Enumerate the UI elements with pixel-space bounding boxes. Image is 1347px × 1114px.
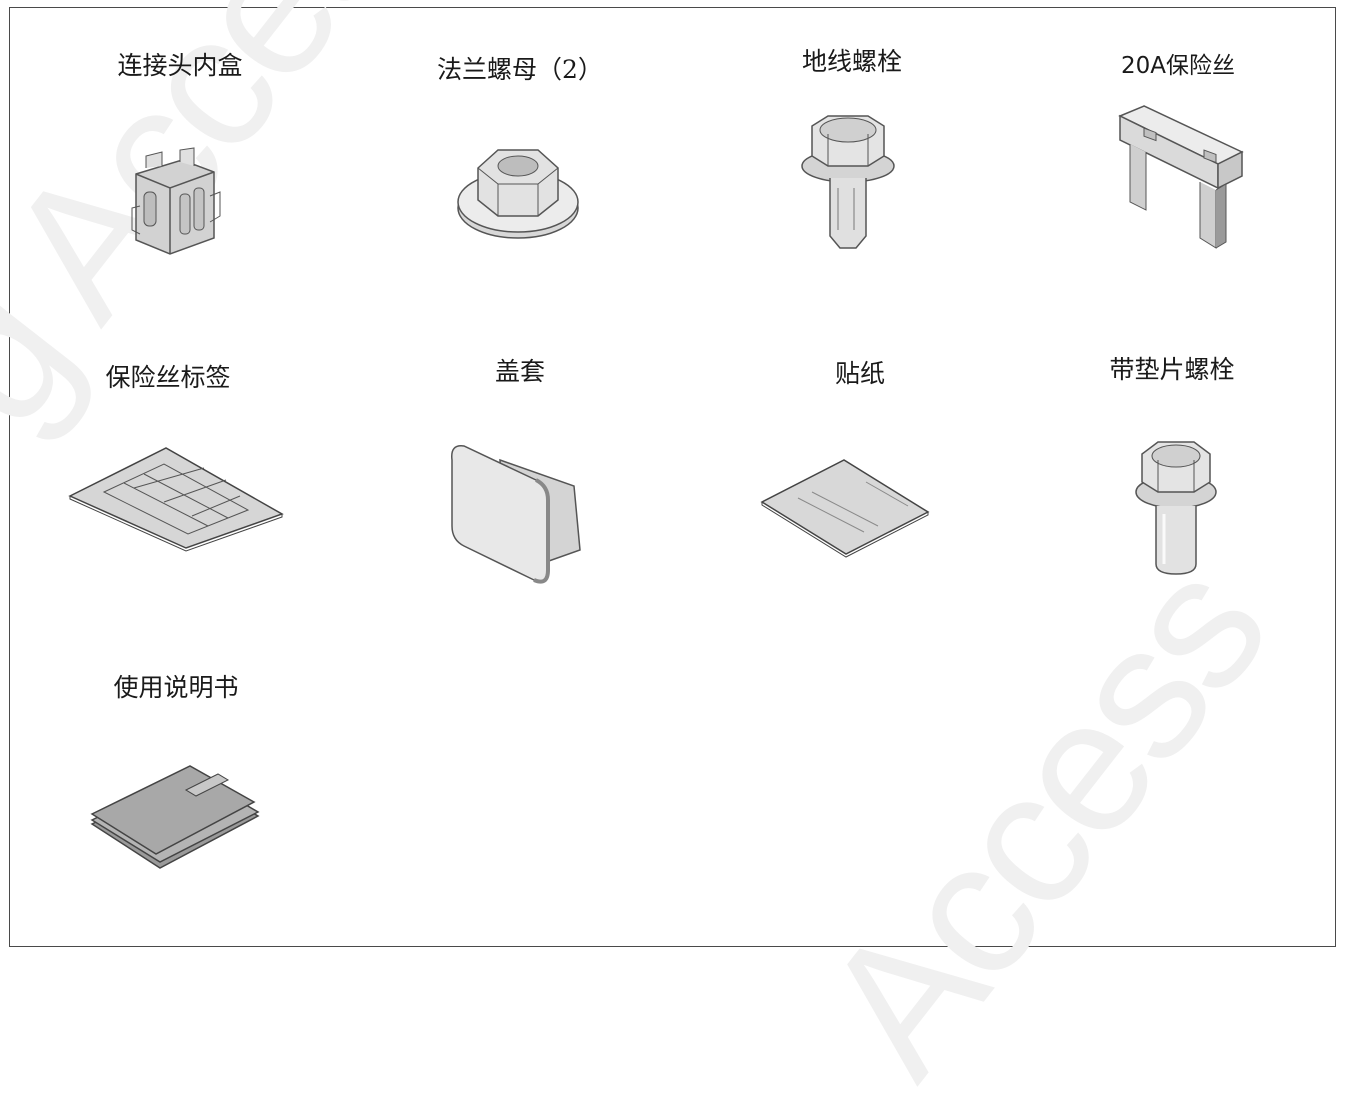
flange-nut-icon <box>450 116 590 246</box>
part-label: 使用说明书 <box>113 673 239 702</box>
fuse-20a-icon <box>1116 104 1246 259</box>
manual-icon <box>90 762 260 872</box>
ground-bolt-icon <box>798 108 898 258</box>
fuse-label-icon <box>68 444 288 554</box>
part-label: 地线螺栓 <box>801 47 902 76</box>
washer-bolt-icon <box>1132 434 1222 579</box>
cover-cap-icon <box>444 440 594 590</box>
part-label: 保险丝标签 <box>105 363 231 392</box>
sticker-icon <box>758 454 938 564</box>
part-label: 20A保险丝 <box>1120 53 1235 79</box>
part-label: 连接头内盒 <box>117 51 243 80</box>
part-label: 盖套 <box>494 357 545 386</box>
part-label: 法兰螺母（2） <box>437 55 603 84</box>
part-label: 带垫片螺栓 <box>1109 355 1235 384</box>
connector-inner-box-icon <box>122 146 232 261</box>
part-label: 贴纸 <box>834 359 885 388</box>
